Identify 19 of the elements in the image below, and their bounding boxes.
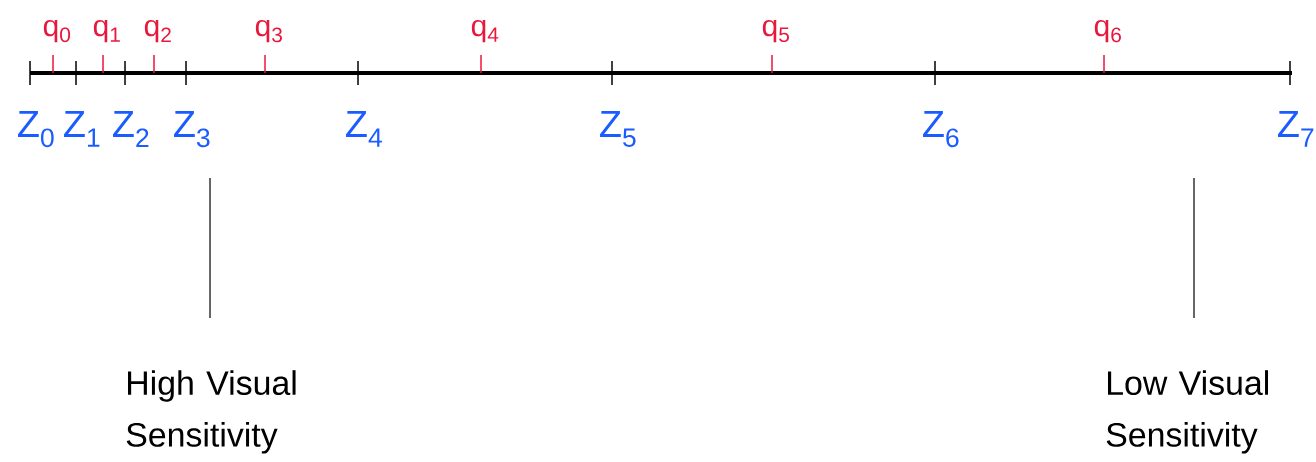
tick-label: Z$_{1}$ xyxy=(64,110,100,147)
tick-label: Z$_{6}$ xyxy=(923,110,959,148)
text-label: Low Visual Sensitivity xyxy=(1106,370,1268,454)
text-label: High Visual Sensitivity xyxy=(126,370,296,454)
tick-label: Z$_{5}$ xyxy=(600,110,636,147)
tick-label: q$_{2}$ xyxy=(144,19,171,43)
tick-label: q$_{6}$ xyxy=(1094,19,1121,43)
tick-label: q$_{5}$ xyxy=(762,19,789,43)
tick-label: q$_{0}$ xyxy=(43,19,71,43)
tick-label: q$_{4}$ xyxy=(471,19,499,43)
tick-label: Z$_{3}$ xyxy=(174,110,210,148)
tick-label: Z$_{2}$ xyxy=(113,110,149,147)
tick-label: Z$_{0}$ xyxy=(18,110,54,148)
tick-label: Z$_{7}$ xyxy=(1278,110,1314,147)
leader-line xyxy=(1193,177,1195,319)
tick-label: Z$_{4}$ xyxy=(346,110,382,147)
tick-label: q$_{1}$ xyxy=(93,19,120,43)
leader-line xyxy=(209,177,211,319)
tick-label: q$_{3}$ xyxy=(255,19,282,43)
